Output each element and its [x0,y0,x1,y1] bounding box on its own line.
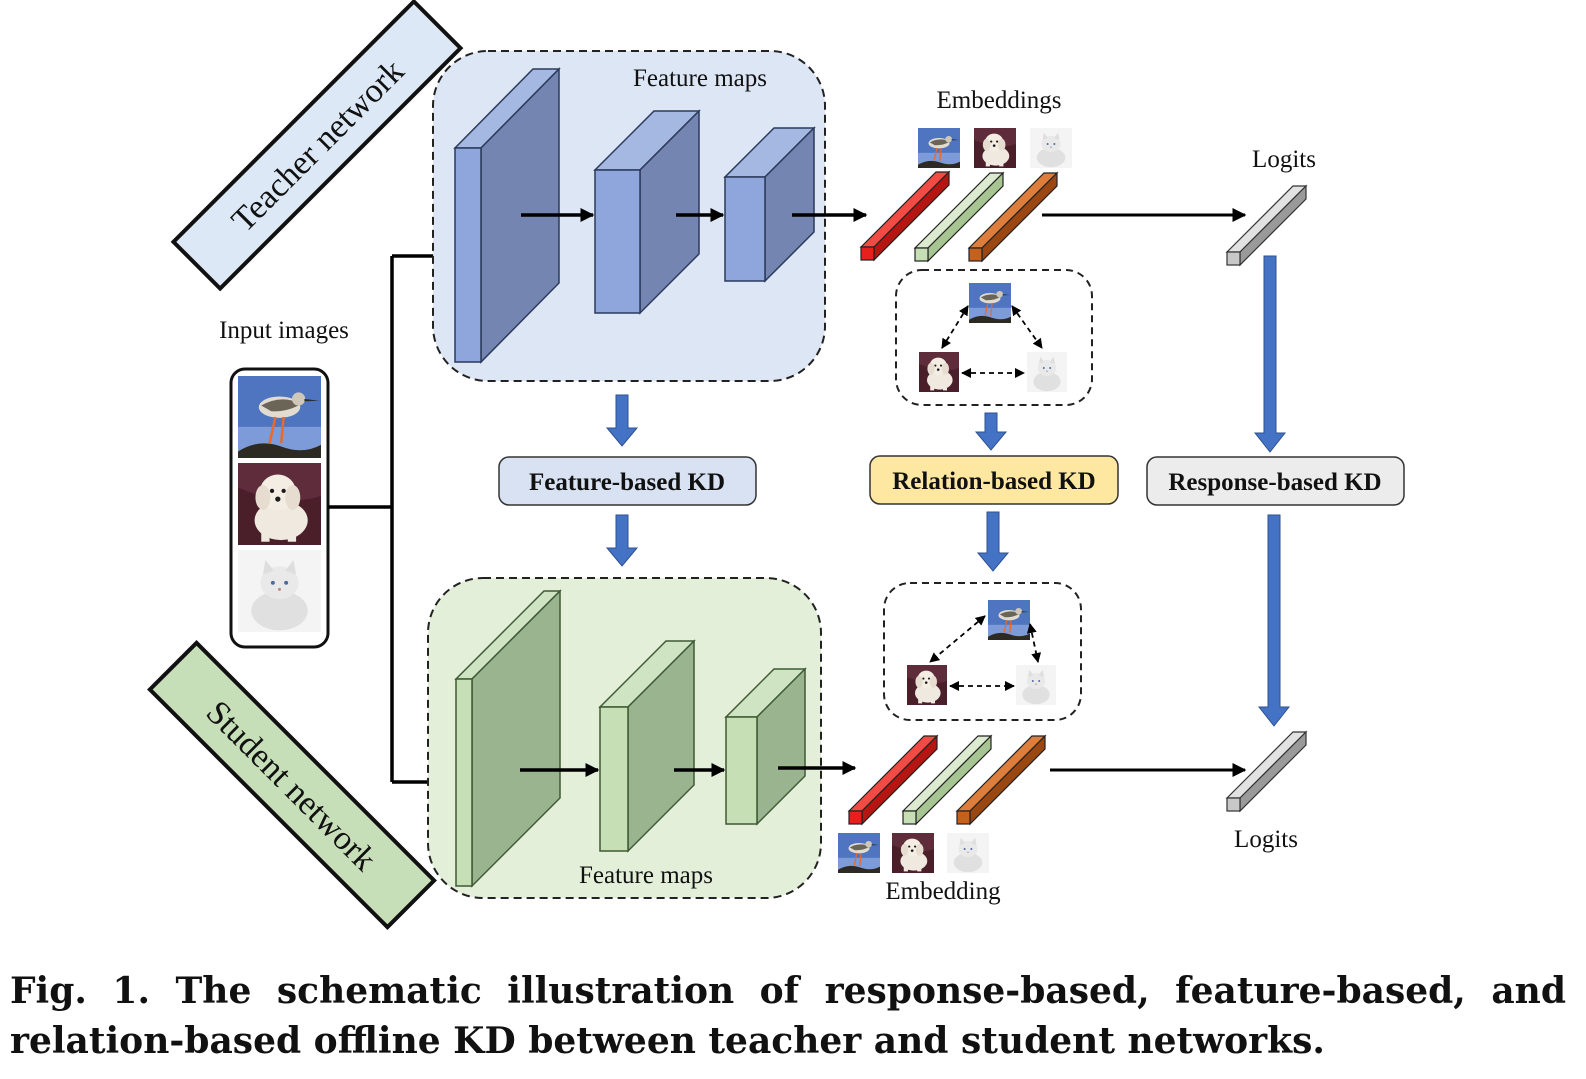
student-logits-label: Logits [1234,826,1298,853]
student-relation-edges [929,615,1042,691]
teacher-relation-cat [1027,352,1067,392]
caption-prefix: Fig. 1. [10,970,151,1012]
teacher-relation-dog [919,352,959,392]
student-relation-bird [988,600,1030,640]
teacher-embedding-dog-thumb [974,128,1016,168]
input-dog-image [238,463,321,545]
teacher-block-3 [723,126,816,283]
kd-schematic-diagram: Teacher network Student network Input im… [147,0,1405,930]
teacher-embedding-red [859,170,951,262]
teacher-logits-bar [1225,184,1308,267]
student-embedding-orange [955,734,1047,826]
input-images-label: Input images [219,317,349,344]
student-block-arrows [520,761,857,777]
teacher-network-banner: Teacher network [170,0,464,292]
student-embedding-label: Embedding [885,878,1001,905]
teacher-logits-label: Logits [1252,146,1316,173]
teacher-network-label: Teacher network [225,53,412,240]
student-feature-maps-label: Feature maps [579,862,713,889]
teacher-block-1 [453,67,561,364]
relation-based-kd-box: Relation-based KD [869,455,1119,505]
student-embedding-dog-thumb [892,833,934,873]
student-relation-dog [907,665,947,705]
feature-based-kd-label: Feature-based KD [529,469,725,496]
teacher-relation-edges [941,305,1043,378]
student-network-label: Student network [199,694,383,878]
teacher-embedding-cat-thumb [1030,128,1072,168]
student-block-1 [454,589,562,888]
input-bird-image [238,376,321,458]
response-based-kd-box: Response-based KD [1146,456,1405,506]
student-logits-bar [1225,730,1308,813]
caption-text: The schematic illustration of response-b… [10,970,1566,1062]
teacher-embedding-bird-thumb [918,128,960,168]
kd-blue-arrows [605,255,1291,727]
teacher-embedding-orange [967,171,1059,263]
teacher-embeddings-label: Embeddings [937,87,1062,114]
student-embedding-red [847,734,939,826]
student-embedding-green [901,734,993,826]
teacher-embedding-green [913,171,1005,263]
teacher-block-2 [593,109,701,315]
student-block-2 [598,639,696,853]
input-cat-image [238,550,321,632]
student-block-3 [724,667,807,826]
teacher-relation-bird [969,283,1011,323]
feature-based-kd-box: Feature-based KD [498,456,757,506]
student-embedding-bird-thumb [838,833,880,873]
relation-based-kd-label: Relation-based KD [892,468,1095,495]
figure-caption: Fig. 1. The schematic illustration of re… [10,966,1566,1066]
teacher-feature-maps-label: Feature maps [633,65,767,92]
response-based-kd-label: Response-based KD [1168,469,1381,496]
student-relation-cat [1016,665,1056,705]
student-embedding-cat-thumb [947,833,989,873]
